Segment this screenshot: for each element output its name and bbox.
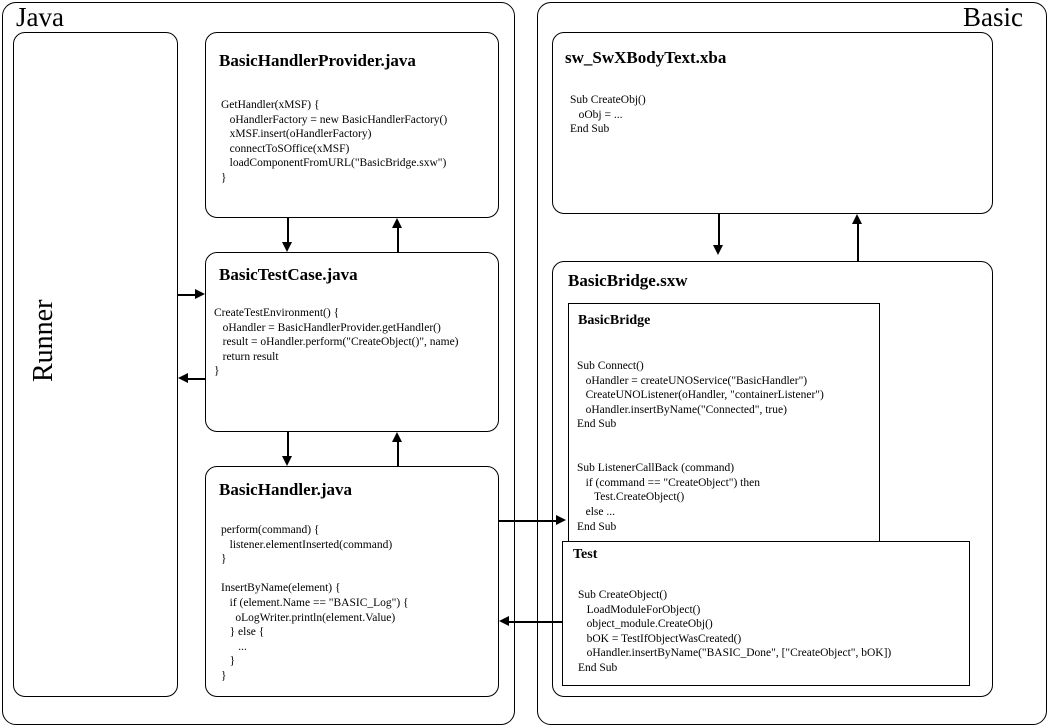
basic-test-case-box[interactable] [205, 252, 499, 432]
arrowhead-handler-to-bridge [556, 515, 566, 525]
basic-handler-code: perform(command) { listener.elementInser… [221, 524, 409, 682]
basic-panel-label: Basic [963, 2, 1023, 32]
connector-testcase-to-runner [188, 378, 206, 380]
basic-bridge-module-code: Sub Connect() oHandler = createUNOServic… [577, 360, 824, 533]
connector-runner-to-testcase [178, 294, 196, 296]
runner-box[interactable] [13, 32, 178, 697]
connector-provider-to-testcase [287, 218, 289, 244]
runner-label: Runner [28, 299, 59, 382]
sw-swxbodytext-title: sw_SwXBodyText.xba [565, 48, 727, 67]
arrowhead-handler-to-testcase [392, 432, 402, 442]
connector-handler-to-bridge [499, 520, 557, 522]
basic-bridge-module-box[interactable] [568, 303, 880, 545]
basic-bridge-sxw-title: BasicBridge.sxw [568, 271, 688, 290]
test-module-title: Test [573, 547, 598, 562]
basic-handler-provider-code: GetHandler(xMSF) { oHandlerFactory = new… [221, 99, 448, 184]
java-panel [2, 2, 515, 725]
connector-testcase-to-handler [287, 432, 289, 456]
sw-swxbodytext-code: Sub CreateObj() oObj = ... End Sub [570, 94, 646, 136]
basic-handler-box[interactable] [205, 466, 499, 697]
connector-bridge-to-bodytext [857, 224, 859, 261]
arrowhead-provider-to-testcase [282, 242, 292, 252]
arrowhead-testcase-to-runner [178, 373, 188, 383]
basic-handler-title: BasicHandler.java [219, 480, 353, 499]
basic-test-case-title: BasicTestCase.java [219, 265, 358, 284]
connector-bodytext-to-bridge [718, 214, 720, 247]
connector-handler-to-testcase [397, 442, 399, 466]
arrowhead-test-to-handler [499, 616, 509, 626]
test-module-code: Sub CreateObject() LoadModuleForObject()… [578, 589, 892, 674]
basic-handler-provider-title: BasicHandlerProvider.java [219, 51, 416, 70]
java-panel-label: Java [16, 2, 64, 32]
basic-bridge-module-title: BasicBridge [578, 313, 651, 328]
basic-test-case-code: CreateTestEnvironment() { oHandler = Bas… [214, 307, 459, 378]
arrowhead-bridge-to-bodytext [852, 214, 862, 224]
basic-panel [537, 2, 1047, 725]
arrowhead-bodytext-to-bridge [713, 245, 723, 255]
arrowhead-runner-to-testcase [195, 289, 205, 299]
arrowhead-testcase-to-handler [282, 456, 292, 466]
basic-handler-provider-box[interactable] [205, 32, 499, 218]
test-module-box[interactable] [562, 541, 970, 686]
connector-testcase-to-provider [397, 228, 399, 252]
connector-test-to-handler [509, 621, 562, 623]
sw-swxbodytext-box[interactable] [552, 32, 993, 214]
arrowhead-testcase-to-provider [392, 218, 402, 228]
